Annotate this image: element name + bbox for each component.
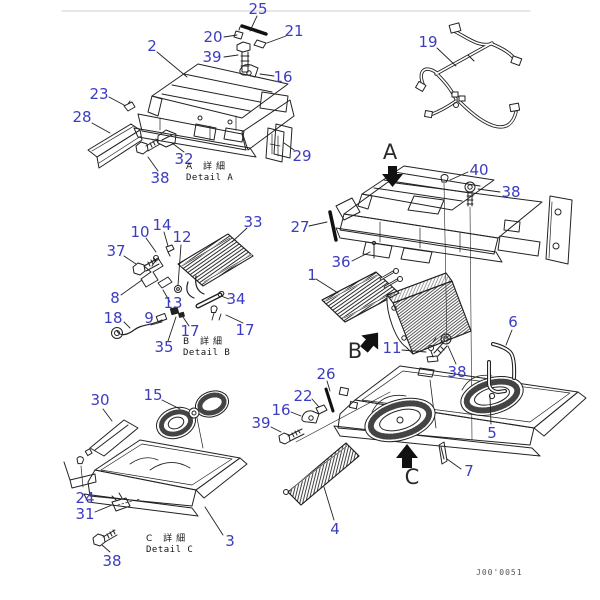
part-number-label: 3 [225,532,235,550]
part-number-label: 18 [103,309,123,327]
part-number-label: 27 [290,218,310,236]
part-number-label: 19 [418,33,438,51]
part-number-label: 39 [251,414,271,432]
part-number-label: 38 [501,183,521,201]
section-arrows [360,166,418,468]
part-number-label: 17 [235,321,255,339]
part-number-label: 39 [202,48,222,66]
detail-a-small-parts [87,24,293,169]
evaporator-drawing [386,272,472,355]
part-number-label: 26 [316,365,336,383]
detail-a-unit-drawing [133,63,295,158]
part-number-label: 11 [382,339,402,357]
part-number-label: 20 [203,28,223,46]
drawing-code: J00'0051 [476,568,523,577]
lower-blower-unit-drawing [333,365,587,457]
detail-c-leader-lines [94,399,224,553]
part-number-label: 30 [90,391,110,409]
main-leader-lines [270,171,513,521]
part-number-label: 6 [508,313,518,331]
part-number-label: 16 [273,68,293,86]
part-number-label: 13 [163,294,183,312]
part-number-label: 5 [487,424,497,442]
arrow-b-up-right [360,332,379,353]
part-number-label: 1 [307,266,317,284]
detail-caption-jp: C 詳細 [146,534,190,544]
detail-caption-en: Detail A [186,173,234,184]
part-number-label: 29 [292,147,312,165]
part-number-label: 24 [75,489,95,507]
part-number-label: 25 [248,0,268,18]
part-number-label: 4 [330,520,340,538]
part-number-label: 9 [144,309,154,327]
part-number-label: 2 [147,37,157,55]
detail-b-leader-lines [120,227,248,342]
detail-c-drawing [63,390,248,547]
part-number-label: 15 [143,386,163,404]
b-area-parts [426,333,452,363]
detail-caption-en: Detail B [183,348,231,359]
part-number-label: 22 [293,387,313,405]
part-number-label: 32 [174,150,194,168]
detail-caption-jp: B 詳細 [183,337,227,347]
part-number-label: 40 [469,161,489,179]
part-number-label: 33 [243,213,263,231]
part-number-label: 34 [226,290,246,308]
part-number-label: 28 [72,108,92,126]
part-number-label: 14 [152,216,172,234]
section-letter-c: C [404,465,420,489]
part-number-label: 17 [180,322,200,340]
part-number-label: 12 [172,228,192,246]
part-number-label: 10 [130,223,150,241]
detail-caption-jp: A 詳細 [186,162,230,172]
part-number-label: 38 [447,363,467,381]
part-number-label: 36 [331,253,351,271]
detail-caption-en: Detail C [146,545,194,556]
part-number-label: 37 [106,242,126,260]
detail-a-leader-lines [91,15,295,172]
part-number-label: 7 [464,462,474,480]
arrow-c-up [396,444,418,468]
part-number-label: 38 [150,169,170,187]
section-letter-a: A [382,140,398,164]
detail-b-drawing [111,233,254,339]
part-number-label: 8 [110,289,120,307]
section-letter-b: B [347,339,363,363]
wire-harness-drawing [415,22,523,129]
part-number-label: 35 [154,338,174,356]
part-number-label: 38 [102,552,122,570]
part-number-label: 31 [75,505,95,523]
part-number-label: 21 [284,22,304,40]
part-number-label: 16 [271,401,291,419]
lower-unit-small-parts [278,342,517,465]
arrow-a-down [382,166,403,187]
air-filter-drawing [283,442,360,506]
main-upper-unit-drawing [335,165,573,265]
part-number-label: 23 [89,85,109,103]
